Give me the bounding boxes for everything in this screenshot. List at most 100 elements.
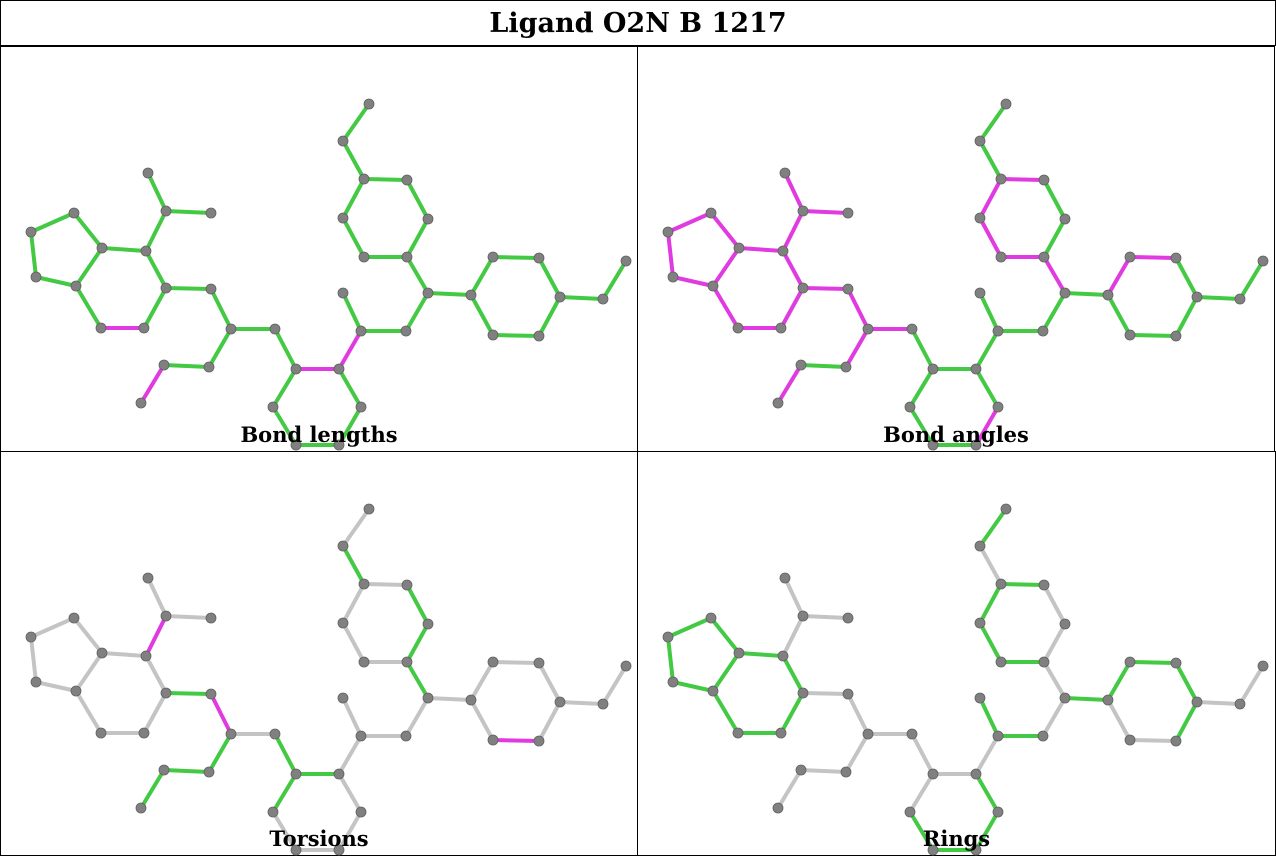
- bond-e4: [666, 635, 675, 684]
- atom-a38: [487, 251, 499, 263]
- bond-e25: [974, 810, 1000, 852]
- atom-a12: [779, 167, 791, 179]
- bond-e38: [978, 507, 1008, 548]
- bond-e12: [783, 171, 805, 213]
- atom-a35: [337, 540, 349, 552]
- bond-e2: [74, 246, 104, 288]
- bond-e33: [978, 177, 1003, 220]
- bond-e34: [362, 177, 409, 182]
- bond-e32: [341, 216, 366, 259]
- atom-a31: [337, 212, 349, 224]
- atom-a40: [554, 696, 566, 708]
- atom-a27: [400, 730, 412, 742]
- bond-e5: [100, 246, 148, 253]
- atom-a15: [203, 766, 215, 778]
- atom-a10: [797, 205, 809, 217]
- atom-a12: [779, 572, 791, 584]
- bond-e1: [709, 616, 741, 655]
- bond-e39: [1063, 696, 1110, 702]
- bond-e41: [1128, 660, 1178, 665]
- atom-a21: [355, 401, 367, 413]
- bond-e44: [1128, 738, 1178, 743]
- atom-a3: [733, 647, 745, 659]
- bond-e27: [978, 291, 1000, 333]
- atom-a31: [974, 212, 986, 224]
- bond-e29: [1041, 696, 1067, 738]
- atom-a17: [772, 397, 784, 409]
- bond-e16: [799, 768, 848, 774]
- atom-a41: [1170, 735, 1182, 747]
- atom-a36: [363, 503, 375, 515]
- atom-a13: [842, 688, 854, 700]
- atom-a30: [995, 251, 1007, 263]
- atom-a28: [422, 692, 434, 704]
- bond-e3: [671, 680, 715, 693]
- atom-a40: [1191, 291, 1203, 303]
- bond-e19: [910, 327, 935, 371]
- atom-a19: [290, 768, 302, 780]
- atom-a10: [160, 610, 172, 622]
- atom-a32: [358, 578, 370, 590]
- atom-a33: [1038, 579, 1050, 591]
- bond-e4: [666, 230, 675, 279]
- panel-caption: Bond lengths: [240, 422, 398, 447]
- atom-a25: [355, 730, 367, 742]
- atom-a5: [30, 271, 42, 283]
- panel-caption: Torsions: [269, 826, 369, 851]
- atom-a14: [225, 728, 237, 740]
- bond-e9: [74, 689, 103, 735]
- atom-a27: [1037, 730, 1049, 742]
- bond-e10: [144, 209, 168, 253]
- bond-e35: [1042, 178, 1067, 221]
- atom-a16: [795, 359, 807, 371]
- bond-e32: [978, 621, 1003, 664]
- atom-a22: [333, 439, 345, 451]
- bond-e15: [207, 327, 233, 369]
- bond-e23: [271, 405, 298, 447]
- bond-e35: [405, 583, 430, 626]
- bond-e43: [537, 295, 562, 338]
- atom-a10: [797, 610, 809, 622]
- atom-a5: [667, 676, 679, 688]
- atom-a31: [974, 617, 986, 629]
- atom-a34: [422, 618, 434, 630]
- atom-a3: [96, 242, 108, 254]
- atom-a26: [974, 287, 986, 299]
- atom-a27: [1037, 325, 1049, 337]
- bond-e21: [974, 329, 1000, 371]
- bond-e12: [146, 576, 168, 618]
- bond-e10: [781, 614, 805, 658]
- bond-e10: [144, 614, 168, 658]
- atom-a20: [970, 363, 982, 375]
- bond-e11: [801, 614, 850, 620]
- atom-a15: [840, 766, 852, 778]
- atom-a4: [707, 280, 719, 292]
- molecule-bond-angles: [662, 98, 1269, 451]
- bond-e36: [405, 217, 430, 259]
- atom-a38: [1124, 251, 1136, 263]
- bond-e21: [974, 734, 1000, 776]
- bond-e3: [34, 275, 78, 288]
- bond-e0: [666, 616, 713, 639]
- panel-caption: Rings: [922, 826, 991, 851]
- atom-a22: [970, 439, 982, 451]
- bond-e44: [491, 738, 541, 743]
- bond-e29: [1041, 291, 1067, 333]
- bond-e5: [737, 651, 785, 658]
- atom-a11: [842, 612, 854, 624]
- atom-a1: [25, 226, 37, 238]
- atom-a3: [733, 242, 745, 254]
- bond-e27: [341, 291, 363, 333]
- atom-a9: [732, 727, 744, 739]
- atom-a4: [70, 280, 82, 292]
- atom-a16: [795, 764, 807, 776]
- atom-a24: [904, 806, 916, 818]
- bond-e6: [144, 249, 168, 290]
- bond-e16: [162, 363, 211, 369]
- bond-e38: [341, 507, 371, 548]
- molecule-torsions: [25, 503, 632, 856]
- atom-a30: [358, 251, 370, 263]
- bond-e36: [1042, 622, 1067, 664]
- bond-e14: [846, 287, 870, 331]
- bond-e22: [908, 367, 935, 409]
